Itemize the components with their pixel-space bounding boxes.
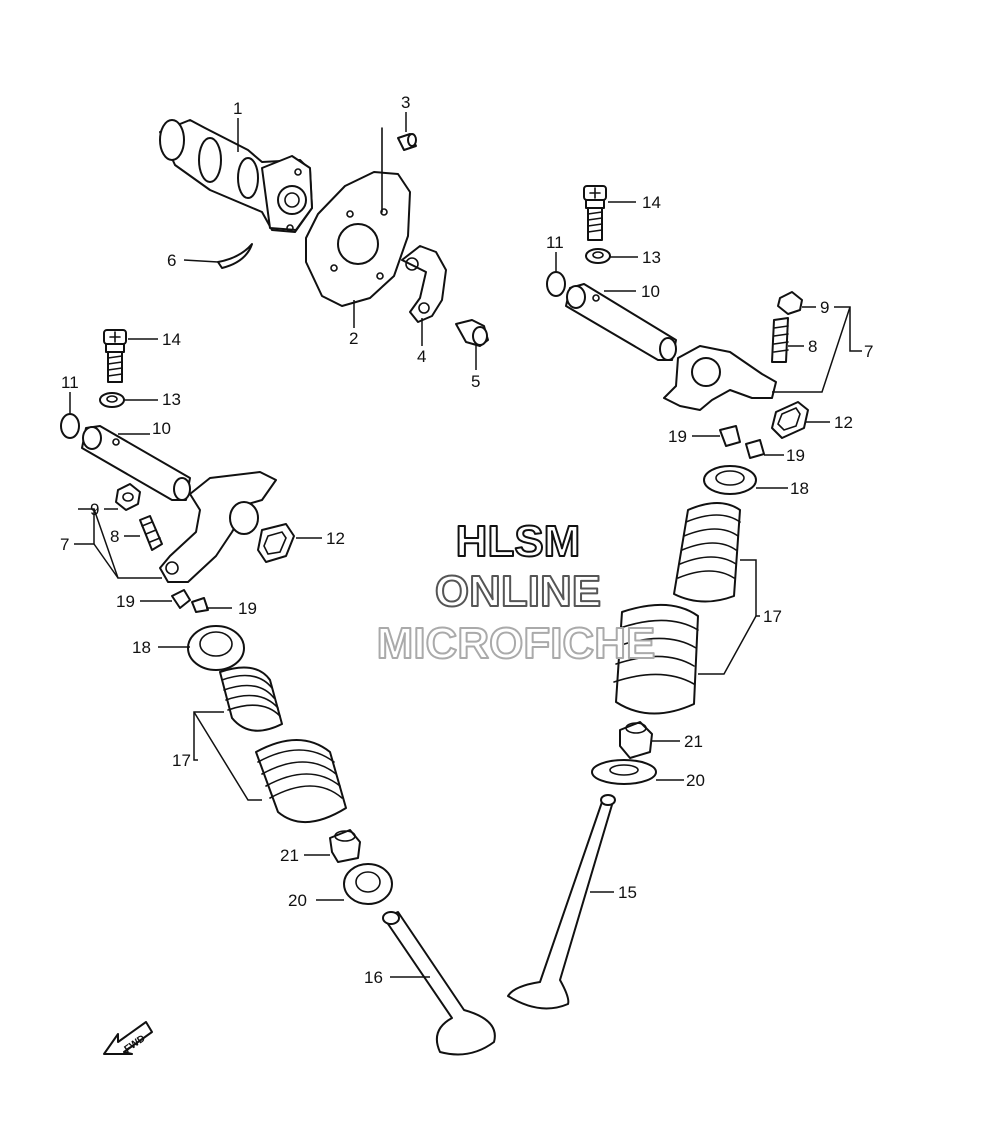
right-oring-11[interactable] [546, 271, 566, 297]
sprocket-plate[interactable] [401, 245, 447, 323]
callout-14-right: 14 [642, 193, 661, 212]
left-oring-11[interactable] [60, 413, 80, 439]
callout-2: 2 [349, 329, 358, 348]
callout-14-left: 14 [162, 330, 181, 349]
left-washer-13[interactable] [99, 392, 125, 408]
left-retainer-18[interactable] [187, 625, 245, 671]
right-valve-springs-17[interactable] [613, 502, 741, 715]
callout-15: 15 [618, 883, 637, 902]
circlip[interactable] [217, 243, 253, 269]
intake-valve-16[interactable] [382, 911, 496, 1056]
exhaust-valve-15[interactable] [507, 794, 616, 1010]
plate-bolt[interactable] [455, 319, 489, 347]
callout-19-left-a: 19 [116, 592, 135, 611]
callout-13-right: 13 [642, 248, 661, 267]
callout-12-right: 12 [834, 413, 853, 432]
left-cotter-19a[interactable] [171, 589, 191, 609]
callout-17-right: 17 [763, 607, 782, 626]
callout-6: 6 [167, 251, 176, 270]
callout-11-right: 11 [546, 233, 564, 252]
callout-20-left: 20 [288, 891, 307, 910]
right-rocker-shaft-10[interactable] [565, 283, 677, 361]
left-cotter-19b[interactable] [191, 597, 209, 613]
callout-5: 5 [471, 372, 480, 391]
callout-20-right: 20 [686, 771, 705, 790]
right-rocker-arm[interactable] [663, 345, 777, 411]
callout-17-left: 17 [172, 751, 191, 770]
watermark: HLSM ONLINE MICROFICHE [376, 516, 657, 669]
left-locknut-9[interactable] [115, 483, 141, 511]
callout-9-left: 9 [90, 500, 99, 519]
callout-10-right: 10 [641, 282, 660, 301]
callout-10-left: 10 [152, 419, 171, 438]
callout-19-left-b: 19 [238, 599, 257, 618]
left-valve-springs-17[interactable] [219, 666, 347, 824]
callout-9-right: 9 [820, 298, 829, 317]
callout-4: 4 [417, 347, 426, 366]
callout-13-left: 13 [162, 390, 181, 409]
right-locknut-9[interactable] [777, 291, 803, 315]
callout-16: 16 [364, 968, 383, 987]
watermark-line-2: ONLINE [435, 567, 601, 616]
left-spring-seat-20[interactable] [343, 863, 393, 905]
callout-19-right-b: 19 [786, 446, 805, 465]
leader-lines [69, 112, 862, 978]
callout-7-left: 7 [60, 535, 69, 554]
callout-8-left: 8 [110, 527, 119, 546]
callout-21-left: 21 [280, 846, 299, 865]
right-cotter-19a[interactable] [719, 425, 741, 447]
callout-18-right: 18 [790, 479, 809, 498]
right-spring-seat-20[interactable] [591, 759, 657, 785]
camshaft[interactable] [159, 119, 313, 233]
callout-19-right-a: 19 [668, 427, 687, 446]
left-valve-seal-21[interactable] [329, 829, 361, 863]
left-rocker-shaft-10[interactable] [81, 425, 191, 501]
cam-sprocket[interactable] [305, 171, 411, 307]
left-rocker-arm[interactable] [159, 471, 277, 583]
right-washer-13[interactable] [585, 248, 611, 264]
callout-21-right: 21 [684, 732, 703, 751]
callout-3: 3 [401, 93, 410, 112]
callout-8-right: 8 [808, 337, 817, 356]
right-retainer-18[interactable] [703, 465, 757, 495]
fwd-arrow-icon: FWD [103, 1021, 153, 1055]
watermark-line-1: HLSM [456, 517, 581, 566]
dowel-pin[interactable] [381, 127, 417, 213]
callout-11-left: 11 [61, 373, 79, 392]
right-cotter-19b[interactable] [745, 439, 765, 459]
callout-1: 1 [233, 99, 242, 118]
right-gasket-12[interactable] [771, 401, 809, 439]
left-adjuster-screw-8[interactable] [139, 515, 163, 551]
callout-labels: 1 2 3 4 5 6 7 7 8 8 9 9 10 10 11 11 12 1… [60, 93, 873, 987]
left-bolt-14[interactable] [103, 329, 127, 383]
callout-7-right: 7 [864, 342, 873, 361]
callout-12-left: 12 [326, 529, 345, 548]
right-valve-seal-21[interactable] [619, 721, 653, 759]
left-gasket-12[interactable] [257, 523, 295, 563]
right-adjuster-screw-8[interactable] [771, 317, 789, 363]
watermark-line-3: MICROFICHE [377, 619, 656, 668]
callout-18-left: 18 [132, 638, 151, 657]
right-bolt-14[interactable] [583, 185, 607, 241]
